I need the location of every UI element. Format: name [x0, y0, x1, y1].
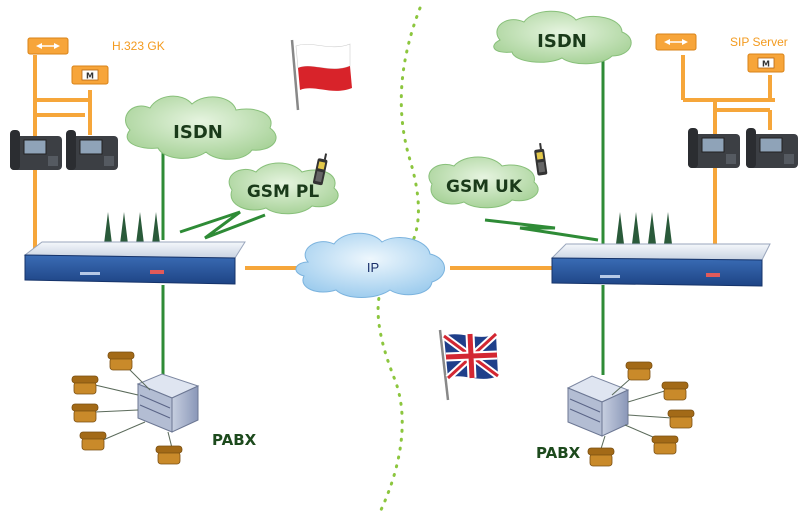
desk-phone-icon: [651, 435, 679, 455]
right-pabx-icon: [566, 375, 630, 437]
gsm-pl-label: GSM PL: [247, 182, 319, 202]
isdn-cloud-right: ISDN: [493, 10, 632, 65]
gsm-pl-cloud: GSM PL: [228, 162, 339, 215]
mobile-phone-icon: [534, 142, 548, 176]
desk-phone-icon: [667, 409, 695, 429]
mobile-phone-icon: [312, 153, 328, 186]
sip-box-letter: M: [762, 60, 770, 69]
desk-phone-icon: [587, 447, 615, 467]
h323-router-icon: [27, 37, 69, 55]
green-links: [161, 60, 605, 375]
antenna-icon: [104, 212, 160, 244]
left-gateway-device: [23, 212, 246, 285]
right-sip-links: [681, 55, 775, 255]
sip-server-label: SIP Server: [730, 35, 788, 49]
gsm-uk-cloud: GSM UK: [428, 156, 539, 209]
sip-server-box-icon: M: [747, 53, 785, 73]
ip-phone-icon: [688, 128, 740, 168]
desk-phone-icon: [71, 403, 99, 423]
sip-router-icon: [655, 33, 697, 51]
desk-phone-icon: [79, 431, 107, 451]
gk-box-letter: M: [86, 72, 94, 81]
left-pabx-icon: [136, 373, 200, 433]
isdn-left-label: ISDN: [173, 122, 223, 143]
dotted-divider: [376, 6, 422, 512]
desk-phone-icon: [661, 381, 689, 401]
h323-gatekeeper-box-icon: M: [71, 65, 109, 85]
desk-phone-icon: [155, 445, 183, 465]
pabx-left-label: PABX: [212, 431, 257, 449]
h323-gk-label: H.323 GK: [112, 39, 165, 53]
ip-cloud: IP: [295, 232, 445, 298]
isdn-cloud-left: ISDN: [125, 95, 277, 160]
isdn-right-label: ISDN: [537, 31, 587, 52]
right-gateway-device: [550, 212, 771, 287]
pabx-right-label: PABX: [536, 444, 581, 462]
uk-flag-icon: [438, 329, 501, 401]
poland-flag-icon: [290, 39, 352, 111]
desk-phone-icon: [625, 361, 653, 381]
ip-phone-icon: [66, 130, 118, 170]
ip-phone-icon: [746, 128, 798, 168]
analog-phones-right: [587, 361, 695, 467]
antenna-icon: [616, 212, 672, 244]
gsm-uk-label: GSM UK: [446, 177, 523, 197]
ip-phone-icon: [10, 130, 62, 170]
desk-phone-icon: [71, 375, 99, 395]
desk-phone-icon: [107, 351, 135, 371]
analog-phones-left: [71, 351, 183, 465]
ip-label: IP: [367, 260, 379, 275]
